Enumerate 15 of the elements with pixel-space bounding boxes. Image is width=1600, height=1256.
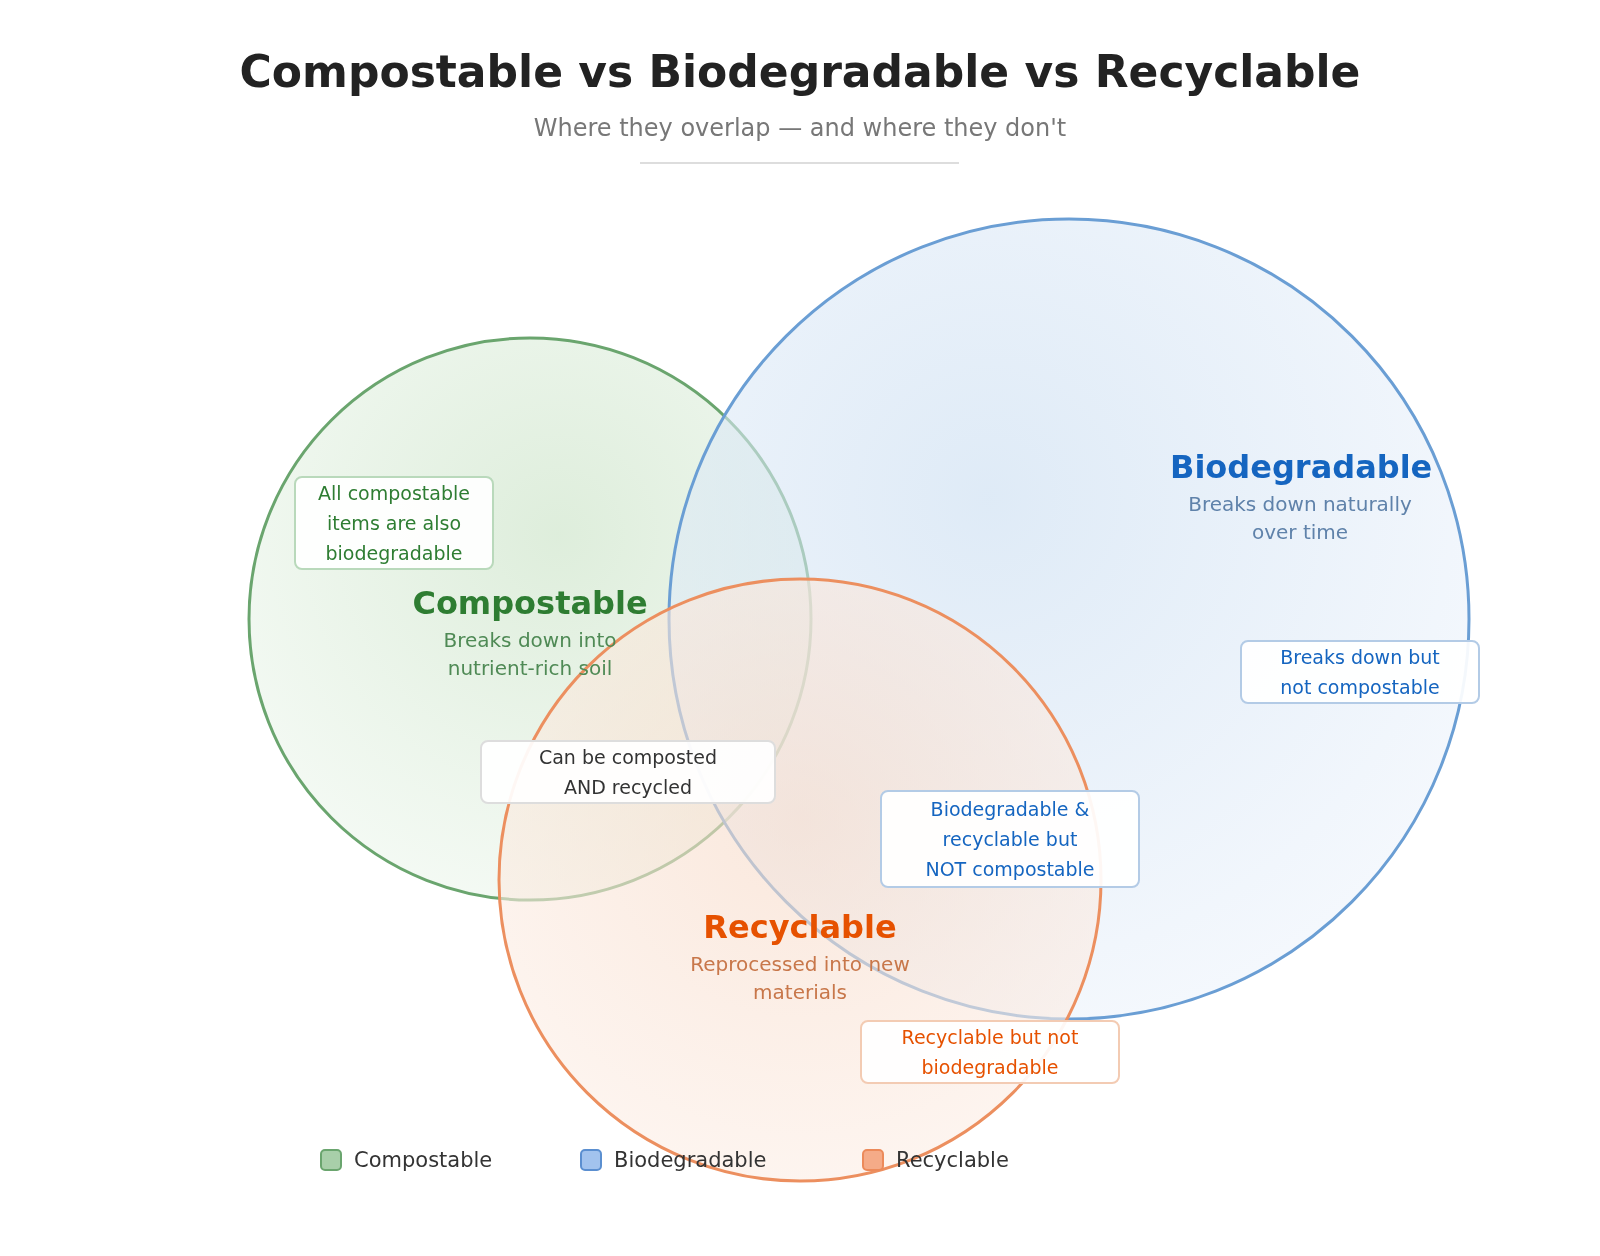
callout-text: Recyclable but not biodegradable bbox=[901, 1026, 1079, 1078]
circle-description: Reprocessed into new materials bbox=[689, 951, 911, 1006]
circle-heading: Biodegradable bbox=[1170, 448, 1430, 486]
circle-heading: Recyclable bbox=[702, 908, 898, 946]
callout-box bbox=[294, 476, 494, 570]
callout-text: All compostable items are also biodegradable bbox=[318, 482, 470, 564]
callout-box bbox=[860, 1020, 1120, 1084]
circle-heading: Compostable bbox=[411, 584, 649, 622]
callout-text: Can be composted AND recycled bbox=[538, 746, 718, 798]
diagram-title: Compostable vs Biodegradable vs Recyclable bbox=[238, 46, 1362, 97]
subtitle: Where they overlap — and where they don't bbox=[532, 114, 1068, 142]
callout-text: Breaks down but not compostable bbox=[1280, 646, 1440, 698]
legend-label: Compostable bbox=[354, 1148, 493, 1172]
callout-text: Biodegradable & recyclable but NOT compostable bbox=[925, 798, 1095, 880]
circle-description: Breaks down naturally over time bbox=[1187, 491, 1413, 546]
